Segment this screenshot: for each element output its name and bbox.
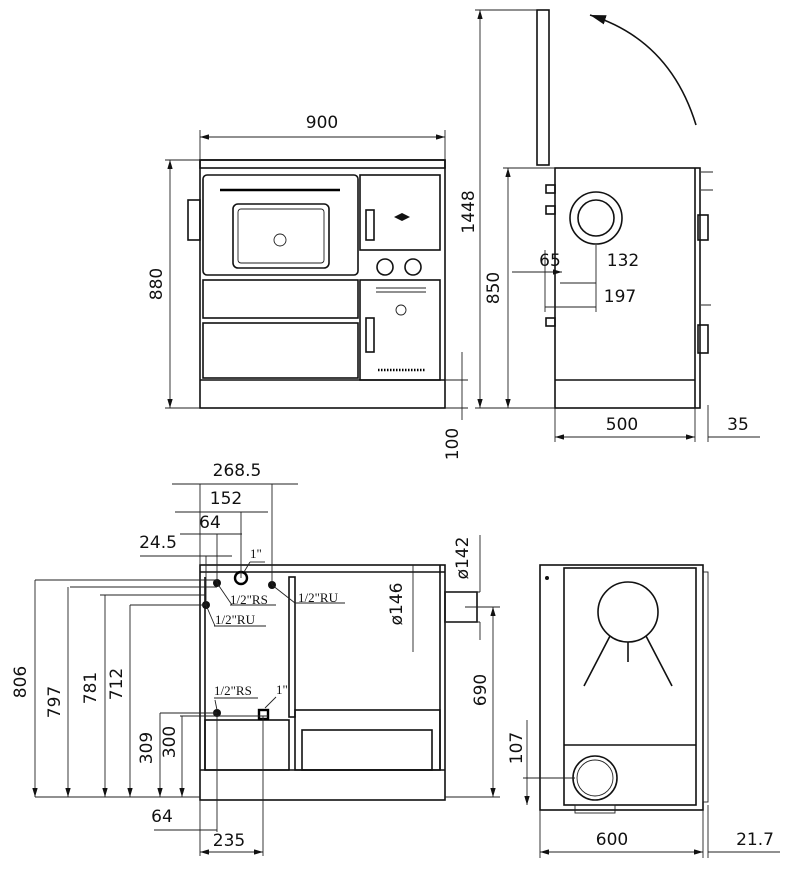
dim-bottom-64: 64 bbox=[151, 807, 173, 827]
top-view: 107 600 21.7 bbox=[507, 564, 780, 858]
dim-flue-offset: 65 bbox=[539, 251, 561, 271]
dim-flue-center: 132 bbox=[607, 251, 639, 271]
dim-152: 152 bbox=[210, 489, 242, 509]
dial-icon bbox=[404, 258, 422, 276]
thermometer-icon bbox=[273, 233, 287, 247]
dim-712: 712 bbox=[107, 668, 127, 700]
dim-268-5: 268.5 bbox=[213, 461, 262, 481]
dim-width: 900 bbox=[306, 113, 338, 133]
dim-plinth: 100 bbox=[443, 428, 463, 460]
dim-flue-outer-diameter: ø142 bbox=[453, 537, 473, 580]
dim-top-flue-offset: 107 bbox=[507, 732, 527, 764]
dim-flue-outer: 197 bbox=[604, 287, 636, 307]
dim-top-side: 21.7 bbox=[736, 830, 774, 850]
side-view: 850 65 132 197 500 35 bbox=[475, 9, 760, 442]
dim-top-width: 600 bbox=[596, 830, 628, 850]
dim-309: 309 bbox=[137, 732, 157, 764]
dim-flue-inner-diameter: ø146 bbox=[387, 583, 407, 626]
dim-total-height: 1448 bbox=[459, 190, 479, 233]
label-rs-top: 1/2"RS bbox=[230, 592, 268, 607]
label-rs-bottom: 1/2"RS bbox=[214, 683, 252, 698]
dim-24-5: 24.5 bbox=[139, 533, 177, 553]
dim-rear: 35 bbox=[727, 415, 749, 435]
dim-depth: 500 bbox=[606, 415, 638, 435]
dim-bottom-235: 235 bbox=[213, 831, 245, 851]
label-1in-bottom: 1" bbox=[276, 682, 288, 697]
dim-flue-height: 690 bbox=[471, 674, 491, 706]
rear-view: 806 797 781 712 309 300 268.5 152 64 24.… bbox=[11, 461, 500, 856]
dim-797: 797 bbox=[45, 686, 65, 718]
front-view: 900 880 100 1448 bbox=[147, 113, 479, 460]
dim-side-height: 850 bbox=[484, 272, 504, 304]
dim-300: 300 bbox=[160, 726, 180, 758]
dial-icon bbox=[376, 258, 394, 276]
dim-781: 781 bbox=[81, 672, 101, 704]
label-ru-top: 1/2"RU bbox=[298, 590, 339, 605]
dim-64: 64 bbox=[199, 513, 221, 533]
dim-height: 880 bbox=[147, 268, 167, 300]
dim-806: 806 bbox=[11, 666, 31, 698]
label-1in-top: 1" bbox=[250, 546, 262, 561]
label-ru-left: 1/2"RU bbox=[215, 612, 256, 627]
